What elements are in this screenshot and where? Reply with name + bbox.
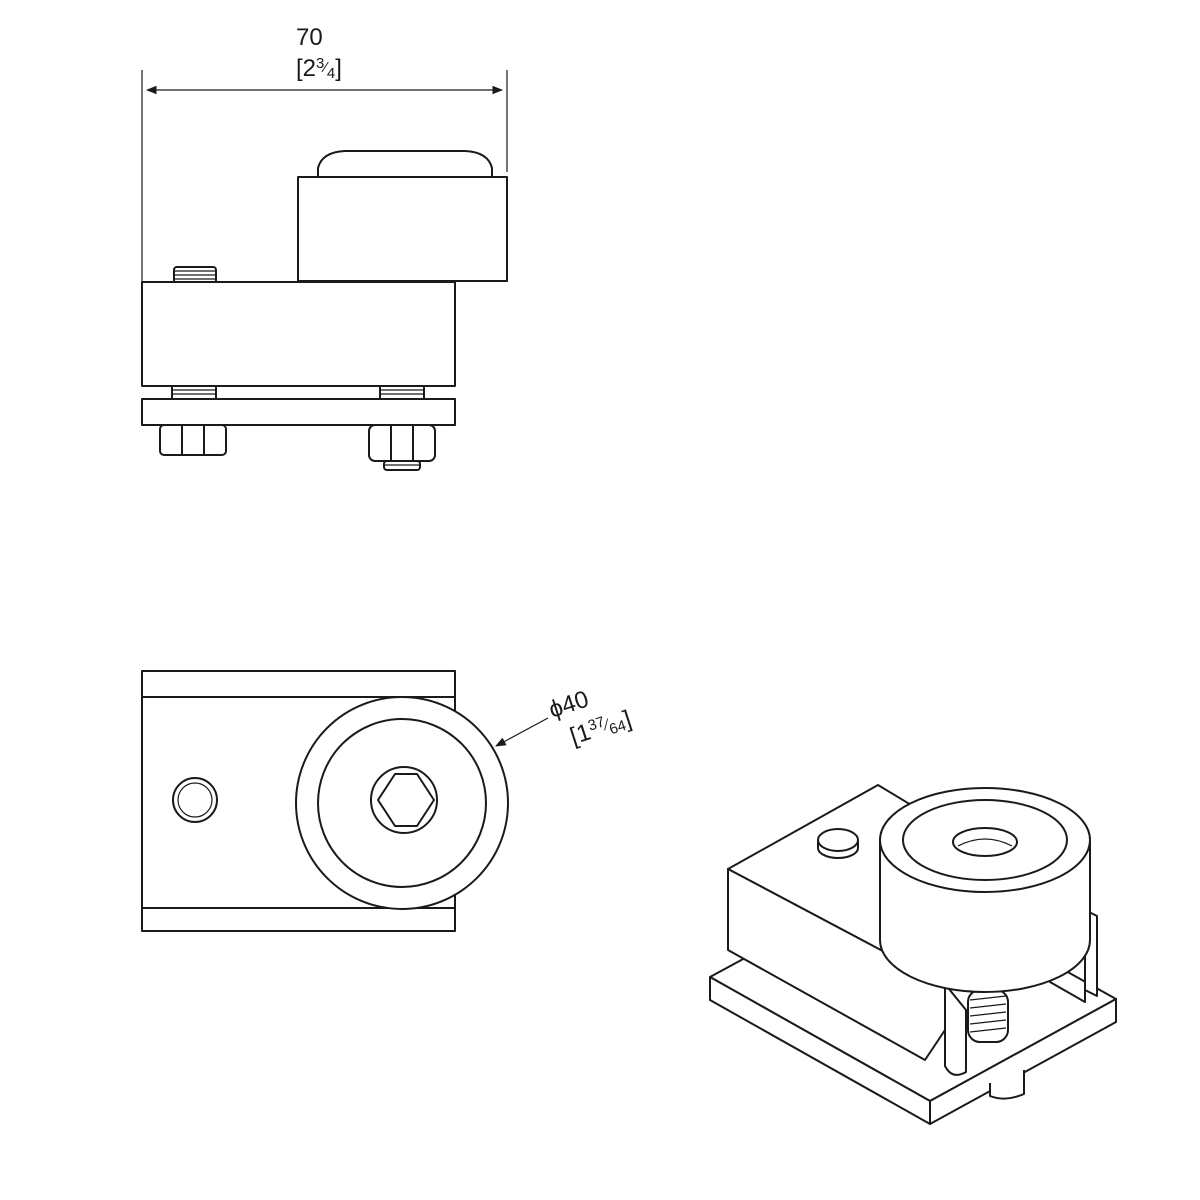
- iso-right-leg-edge: [1049, 959, 1086, 1003]
- stud-circle: [172, 777, 218, 823]
- top-view: ϕ40 [137⁄64]: [141, 670, 635, 932]
- iso-hex-socket: [952, 827, 1018, 857]
- iso-left-leg: [944, 983, 967, 1076]
- base-plate: [141, 398, 456, 426]
- stud-thread-left: [171, 385, 217, 400]
- hex-socket: [370, 766, 438, 834]
- isometric-view: [709, 784, 1117, 1125]
- main-block: [141, 281, 456, 387]
- roller-body: [297, 176, 508, 282]
- iso-threaded-stud: [967, 989, 1009, 1043]
- roller-outer-circle: [295, 696, 509, 910]
- front-view: 70 [23⁄4]: [141, 24, 508, 471]
- diameter-imperial-label: [137⁄64]: [567, 705, 635, 750]
- iso-roller-inner-ring: [902, 799, 1068, 881]
- iso-plate-side: [929, 998, 1117, 1125]
- iso-small-stud: [817, 828, 859, 859]
- stud-thread-right: [379, 385, 425, 400]
- nut-right: [368, 424, 436, 471]
- diameter-dimension: ϕ40 [137⁄64]: [495, 686, 635, 750]
- iso-bottom-nut: [989, 1070, 1025, 1100]
- iso-roller-top: [879, 787, 1091, 893]
- top-stud-thread: [173, 266, 217, 284]
- width-metric-label: 70: [296, 24, 323, 51]
- nut-left: [159, 424, 227, 456]
- width-dimension: 70 [23⁄4]: [141, 24, 508, 282]
- roller-inner-circle: [317, 718, 487, 888]
- width-imperial-label: [23⁄4]: [296, 55, 342, 82]
- roller-cap: [317, 150, 493, 179]
- diameter-leader: [495, 717, 549, 747]
